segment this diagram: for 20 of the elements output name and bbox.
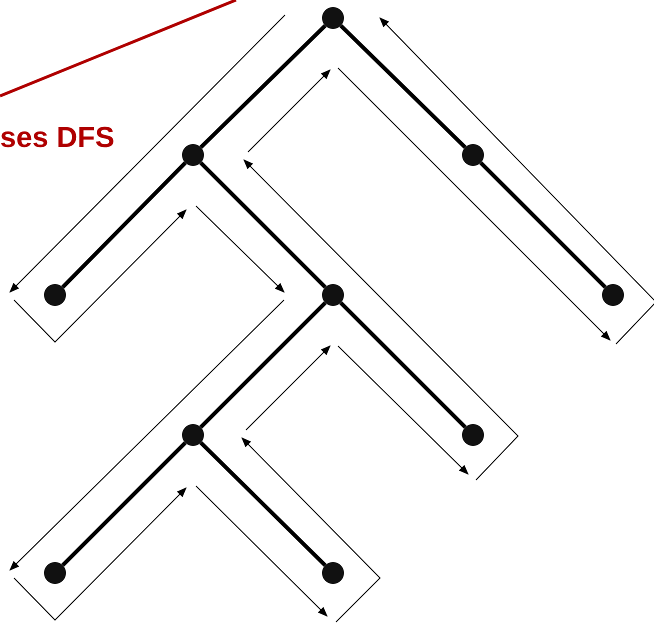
tree-node-dot <box>322 7 344 29</box>
tree-edge <box>199 441 327 567</box>
tree-node-dot <box>602 284 624 306</box>
tree-edge <box>199 24 327 149</box>
tree-node-dot <box>44 562 66 584</box>
tree-edge <box>61 441 187 567</box>
tree-edge <box>199 161 327 289</box>
tree-node-dot <box>182 424 204 446</box>
tree-node-dot <box>44 284 66 306</box>
heading-text: ses DFS <box>0 122 114 155</box>
tree-node-dot <box>322 562 344 584</box>
tree-node-dot <box>462 144 484 166</box>
tree-node-dot <box>182 144 204 166</box>
tree-edge <box>61 161 187 289</box>
tree-edge <box>339 24 467 149</box>
tree-node-dot <box>462 424 484 446</box>
tree-node-dot <box>322 284 344 306</box>
tree-edge <box>199 301 327 429</box>
tree-edge <box>339 301 467 429</box>
tree-edge <box>479 161 607 289</box>
